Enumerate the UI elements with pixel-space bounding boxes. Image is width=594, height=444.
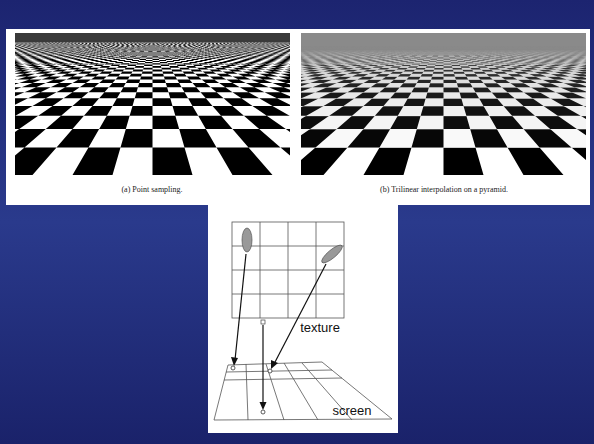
check-row	[301, 46, 586, 47]
footprint-ellipse	[319, 243, 344, 266]
check-row	[301, 46, 586, 47]
check-row	[301, 46, 586, 47]
check-row	[301, 54, 586, 56]
texel-dot	[261, 320, 265, 324]
check-row	[301, 47, 586, 48]
check-row	[301, 50, 586, 51]
check-row	[301, 51, 586, 52]
check-row	[301, 55, 586, 57]
check-row	[301, 48, 586, 49]
check-row	[301, 59, 586, 61]
check-row	[301, 47, 586, 48]
check-row	[301, 46, 586, 47]
check-row	[301, 53, 586, 54]
check-row	[301, 60, 586, 61]
check-row	[301, 49, 586, 51]
check-row	[301, 49, 586, 51]
check-row	[301, 52, 586, 53]
point-sampled-checkerboard	[15, 33, 290, 175]
check-row	[301, 69, 586, 71]
check-row	[301, 47, 586, 48]
check-row	[301, 54, 586, 56]
check-row	[301, 51, 586, 52]
footprint-ellipse	[242, 228, 252, 252]
screen-label: screen	[332, 403, 371, 418]
texture-label: texture	[300, 320, 340, 335]
check-row	[301, 74, 586, 77]
check-row	[301, 57, 586, 59]
check-row	[301, 47, 586, 49]
screen-grid	[214, 362, 392, 420]
texture-grid	[232, 222, 344, 318]
check-row	[301, 46, 586, 47]
trilinear-checkerboard	[301, 33, 586, 175]
check-row	[301, 52, 586, 53]
check-row	[301, 50, 586, 51]
check-row	[301, 47, 586, 49]
check-row	[301, 48, 586, 49]
check-row	[301, 106, 586, 116]
check-row	[301, 46, 586, 47]
check-row	[301, 48, 586, 50]
check-row	[301, 56, 586, 58]
check-row	[301, 47, 586, 49]
check-row	[301, 98, 586, 106]
check-row	[301, 48, 586, 49]
check-row	[301, 61, 586, 62]
check-row	[301, 53, 586, 55]
check-row	[301, 58, 586, 60]
check-row	[301, 147, 586, 175]
mapping-figure	[208, 205, 398, 433]
check-row	[301, 92, 586, 98]
check-row	[301, 49, 586, 51]
check-row	[301, 48, 586, 50]
check-row	[301, 48, 586, 50]
check-row	[301, 83, 586, 87]
check-row	[301, 49, 586, 50]
check-row	[301, 50, 586, 52]
check-row	[301, 49, 586, 50]
check-row	[301, 129, 586, 147]
aliased-horizon	[15, 33, 290, 43]
check-row	[301, 56, 586, 58]
check-row	[301, 87, 586, 92]
check-row	[301, 46, 586, 47]
check-row	[301, 49, 586, 50]
check-row	[301, 46, 586, 47]
check-row	[301, 47, 586, 48]
figure-box	[208, 205, 398, 433]
check-row	[301, 76, 586, 79]
check-row	[301, 48, 586, 50]
figure-caption: (b) Trilinear interpolation on a pyramid…	[380, 185, 508, 194]
check-row	[301, 46, 586, 47]
check-row	[301, 51, 586, 52]
screen-pixels	[231, 366, 272, 414]
check-squares	[15, 43, 290, 175]
check-row	[301, 50, 586, 51]
figure-caption: (a) Point sampling.	[121, 185, 182, 194]
check-row	[301, 47, 586, 48]
check-row	[301, 49, 586, 50]
check-row	[301, 48, 586, 49]
check-row	[301, 79, 586, 83]
check-row	[301, 72, 586, 74]
check-row	[301, 47, 586, 48]
check-row	[301, 47, 586, 48]
check-row	[301, 116, 586, 129]
check-row	[301, 49, 586, 51]
